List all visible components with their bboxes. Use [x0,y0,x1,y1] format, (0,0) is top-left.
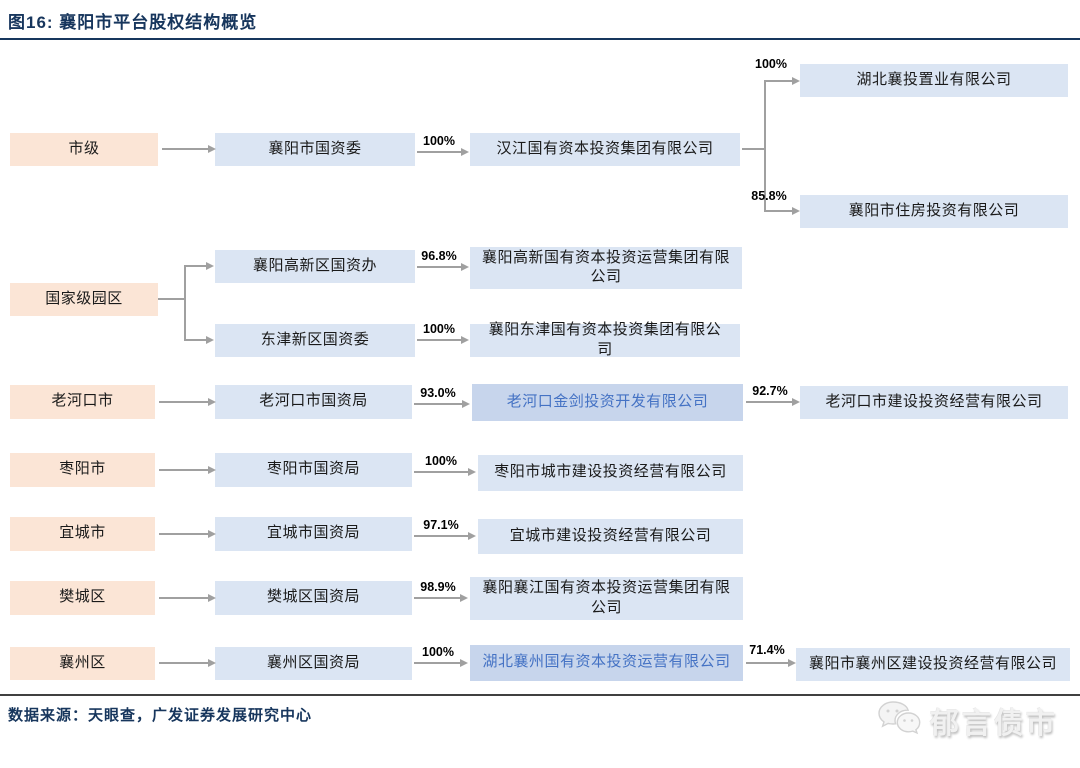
arrow-yicheng [159,533,208,535]
node-zhufang-touzi: 襄阳市住房投资有限公司 [800,195,1068,228]
node-zaoyang-company: 枣阳市城市建设投资经营有限公司 [478,455,743,491]
node-dongjin-guoziwei: 东津新区国资委 [215,324,415,357]
arrow-dongjinwei-dongjin [417,339,461,341]
wechat-icon [876,698,922,743]
percent-hubei-xiangzhou: 100% [422,645,454,659]
percent-fancheng: 98.9% [420,580,456,594]
percent-zhufang: 85.8% [751,189,787,203]
figure-title: 图16: 襄阳市平台股权结构概览 [8,13,258,32]
arrow-zaoyang [159,469,208,471]
node-xiangzhou: 襄州区 [10,647,155,680]
node-xiangzhou-guoziju: 襄州区国资局 [215,647,412,680]
arrow-hanjiang-zhufang [764,210,792,212]
node-yicheng-guoziju: 宜城市国资局 [215,517,412,551]
node-shi-guoziwei: 襄阳市国资委 [215,133,415,166]
watermark-text: 郁言债市 [930,707,1059,740]
arrow-xiangzhou [159,662,208,664]
node-dongjin-group: 襄阳东津国有资本投资集团有限公司 [470,322,740,358]
arrow-xiangzhouju-hubei [414,662,460,664]
arrow-yuanqu-gaoxin [184,265,206,267]
node-xiangtou-zhiye: 湖北襄投置业有限公司 [800,64,1068,97]
node-hanjiang-group: 汉江国有资本投资集团有限公司 [470,133,740,166]
arrow-yuanqu-dongjin [184,339,206,341]
node-jinjian-company: 老河口金剑投资开发有限公司 [472,384,743,421]
line-hanjiang-stem [742,148,766,150]
node-laohekou: 老河口市 [10,385,155,419]
node-laohekou-guoziju: 老河口市国资局 [215,385,412,419]
node-fancheng-guoziju: 樊城区国资局 [215,581,412,615]
node-zaoyang-guoziju: 枣阳市国资局 [215,453,412,487]
line-yuanqu-stem [158,298,186,300]
node-yicheng-company: 宜城市建设投资经营有限公司 [478,519,743,554]
arrow-fanchengju-xiangjiang [414,597,460,599]
node-xiangzhou-jianshe: 襄阳市襄州区建设投资经营有限公司 [796,648,1070,681]
arrow-zaoyangju-company [414,471,468,473]
node-laohekou-jianshe: 老河口市建设投资经营有限公司 [800,386,1068,419]
percent-xiangzhou-jianshe: 71.4% [749,643,785,657]
node-yicheng: 宜城市 [10,517,155,551]
percent-hanjiang: 100% [423,134,455,148]
node-guojiaji-yuanqu: 国家级园区 [10,283,158,316]
percent-laohekou-jianshe: 92.7% [752,384,788,398]
line-hanjiang-vertical [764,80,766,212]
percent-zaoyang: 100% [425,454,457,468]
line-yuanqu-vertical [184,265,186,341]
arrow-shiji-guoziwei [162,148,208,150]
data-source-note: 数据来源：天眼查，广发证券发展研究中心 [8,708,313,724]
arrow-hubei-xiangzhou-jianshe [746,662,788,664]
arrow-guoziwei-hanjiang [417,151,461,153]
arrow-jinjian-jianshe [746,401,792,403]
arrow-hanjiang-xiangtou [764,80,792,82]
percent-gaoxin: 96.8% [421,249,457,263]
arrow-laohekouju-jinjian [414,403,462,405]
arrow-yichengju-company [414,535,468,537]
node-gaoxin-group: 襄阳高新国有资本投资运营集团有限公司 [470,247,742,289]
title-divider [0,38,1080,40]
percent-dongjin: 100% [423,322,455,336]
node-gaoxin-guoziban: 襄阳高新区国资办 [215,250,415,283]
arrow-gaoxinban-gaoxin [417,266,461,268]
node-shiji: 市级 [10,133,158,166]
percent-jinjian: 93.0% [420,386,456,400]
percent-xiangtou: 100% [755,57,787,71]
footer-divider [0,694,1080,696]
node-xiangjiang-group: 襄阳襄江国有资本投资运营集团有限公司 [470,577,743,620]
node-zaoyang: 枣阳市 [10,453,155,487]
arrow-fancheng [159,597,208,599]
node-hubei-xiangzhou-company: 湖北襄州国有资本投资运营有限公司 [470,645,743,681]
arrow-laohekou [159,401,208,403]
brand-watermark: 郁言债市 [876,698,1058,743]
percent-yicheng: 97.1% [423,518,459,532]
node-fancheng: 樊城区 [10,581,155,615]
